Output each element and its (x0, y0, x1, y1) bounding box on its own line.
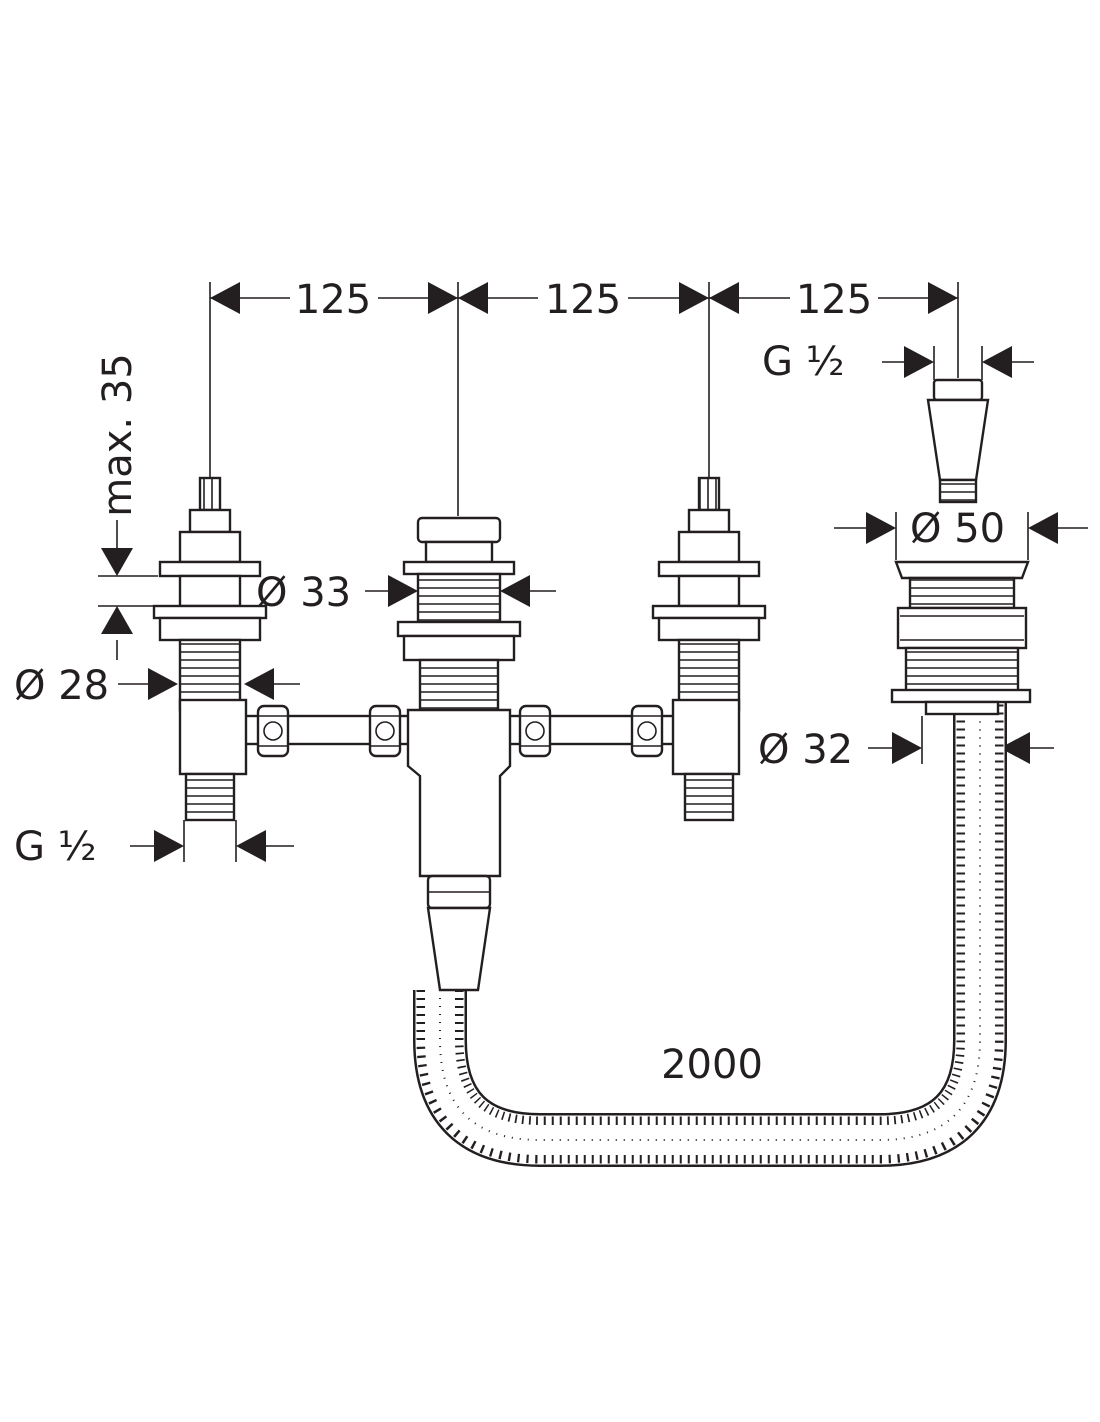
dim-thread-spout: G ½ (762, 339, 844, 385)
dim-thread-inlet: G ½ (14, 824, 96, 870)
max-depth-dimension (98, 520, 158, 660)
dim-hose-length: 2000 (661, 1042, 763, 1088)
right-valve (651, 476, 767, 822)
left-valve (152, 476, 268, 822)
coupling-1 (256, 704, 290, 758)
dim-dia-mixer: Ø 33 (256, 570, 351, 616)
hose (413, 700, 1007, 1167)
center-mixer (396, 516, 522, 992)
spout-assembly (890, 378, 1032, 716)
thread-inlet-dimension (130, 820, 294, 862)
coupling-3 (518, 704, 552, 758)
dim-spacing-1: 125 (295, 277, 371, 323)
dim-spacing-3: 125 (796, 277, 872, 323)
top-dimension-chain (209, 282, 959, 516)
coupling-4 (630, 704, 664, 758)
dim-max-depth: max. 35 (95, 353, 141, 516)
dim-dia-valve-body: Ø 28 (14, 663, 109, 709)
dia-28-dimension (118, 668, 300, 700)
dim-dia-hose: Ø 32 (758, 727, 853, 773)
dim-dia-spout: Ø 50 (910, 506, 1005, 552)
coupling-2 (368, 704, 402, 758)
dia-33-dimension (365, 575, 556, 607)
dia-50-dimension (834, 512, 1088, 560)
thread-spout-dimension (882, 346, 1034, 380)
dim-spacing-2: 125 (545, 277, 621, 323)
